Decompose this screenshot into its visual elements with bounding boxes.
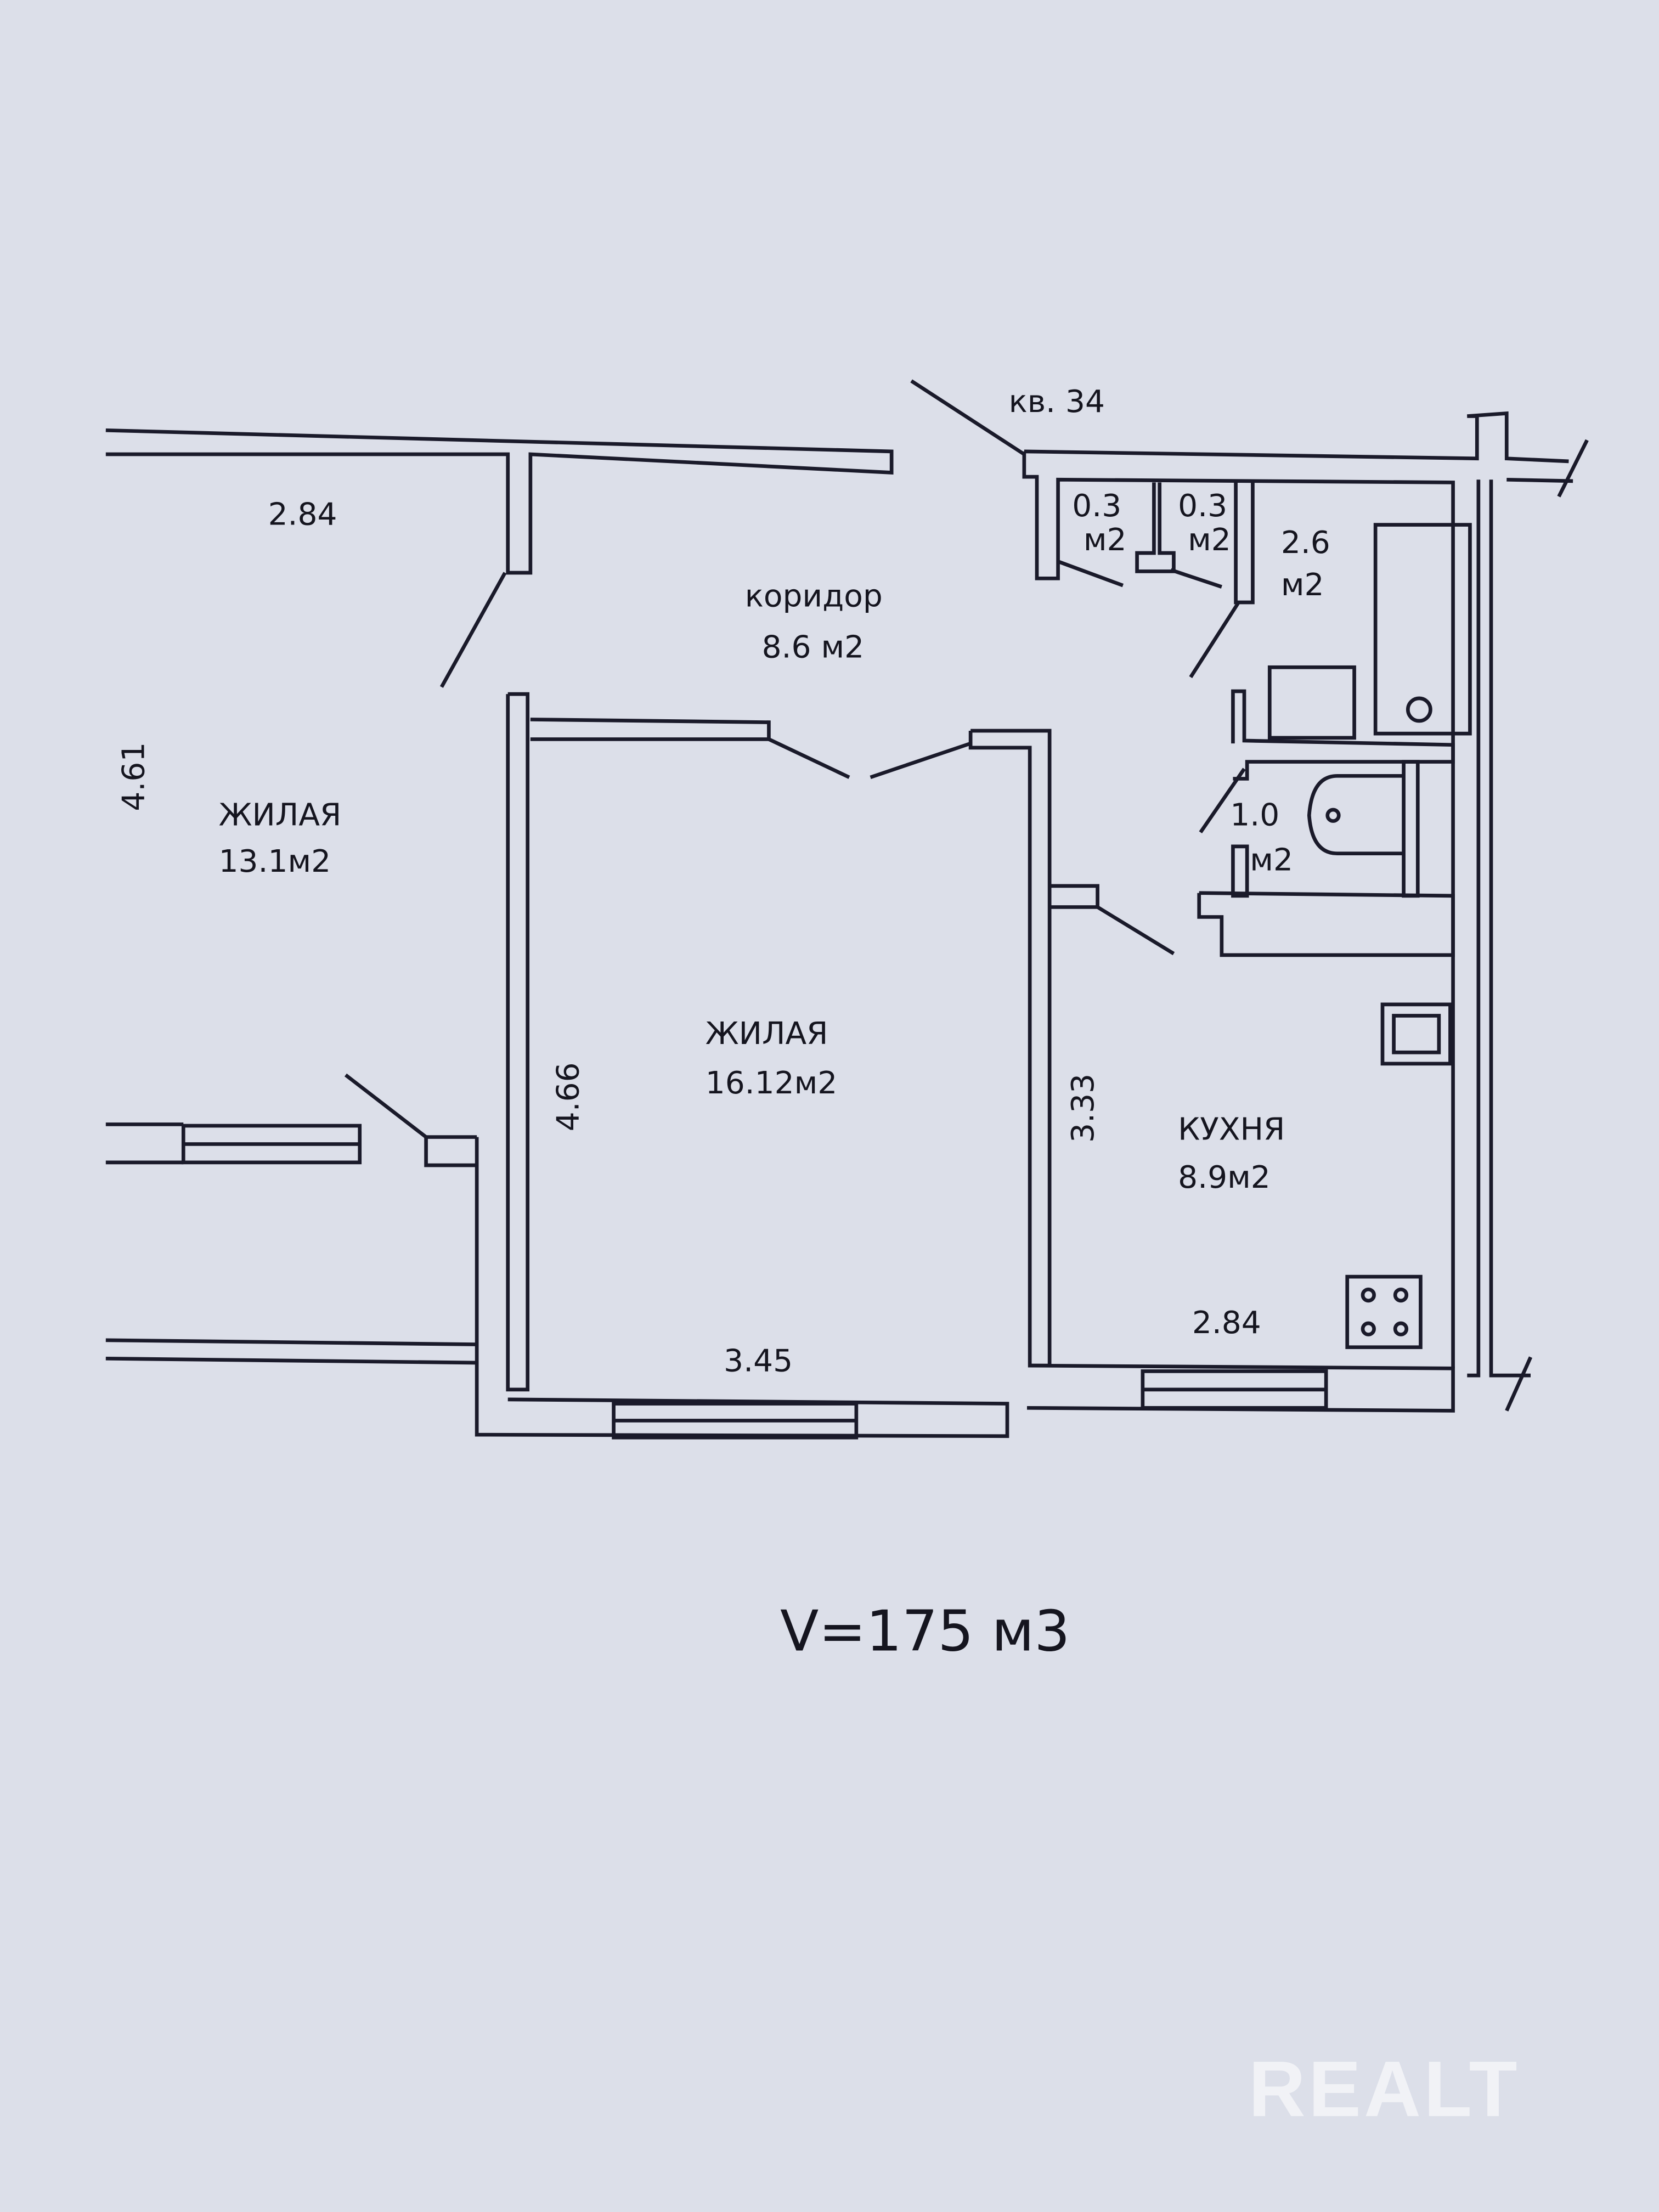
realt-watermark: REALT	[1249, 2045, 1520, 2133]
closet-2-unit: м2	[1188, 522, 1231, 558]
volume-label: V=175 м3	[780, 1599, 1070, 1664]
toilet-unit: м2	[1250, 842, 1293, 878]
middle-room-area: 16.12м2	[706, 1065, 838, 1101]
closet-1-area: 0.3	[1072, 488, 1121, 524]
kitchen-length: 3.33	[1065, 1074, 1101, 1143]
left-room-length: 4.61	[115, 742, 151, 811]
closet-2-area: 0.3	[1178, 488, 1227, 524]
corridor-name: коридор	[745, 578, 883, 614]
middle-room-name: ЖИЛАЯ	[706, 1015, 828, 1052]
corridor-area: 8.6 м2	[762, 629, 865, 665]
apartment-label: кв. 34	[1009, 383, 1105, 420]
kitchen-width: 2.84	[1192, 1305, 1261, 1341]
walls	[105, 379, 1589, 1440]
kitchen-area: 8.9м2	[1178, 1159, 1271, 1195]
left-room-name: ЖИЛАЯ	[219, 797, 342, 833]
bathroom-area: 2.6	[1281, 524, 1330, 561]
middle-room-length: 4.66	[550, 1062, 586, 1131]
left-room-area: 13.1м2	[219, 843, 331, 879]
left-room-width: 2.84	[268, 496, 337, 533]
kitchen-name: КУХНЯ	[1178, 1111, 1285, 1148]
toilet-area: 1.0	[1230, 797, 1279, 833]
closet-1-unit: м2	[1084, 522, 1127, 558]
bathroom-unit: м2	[1281, 567, 1324, 603]
middle-room-width: 3.45	[724, 1342, 793, 1379]
